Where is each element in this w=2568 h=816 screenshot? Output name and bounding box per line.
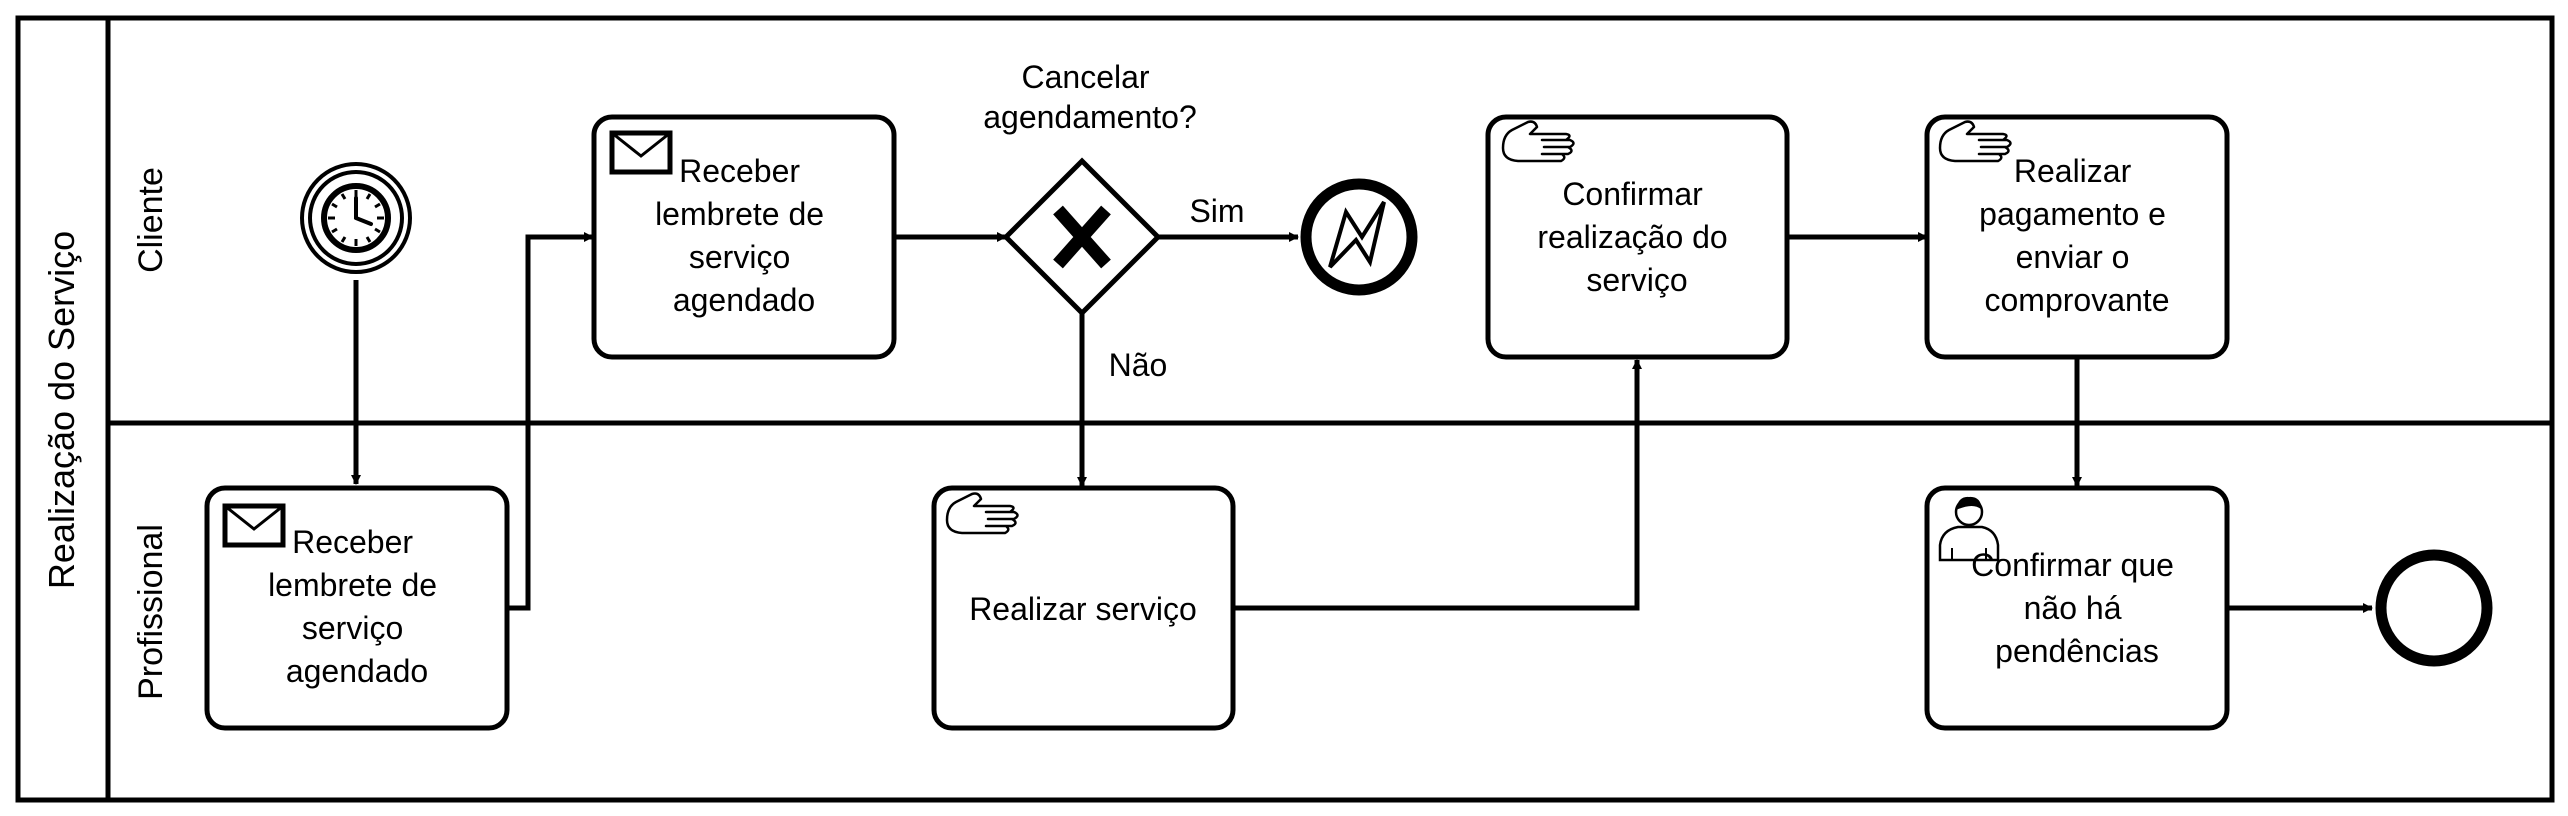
task-realizar-servico[interactable]: Realizar serviço (931, 485, 1236, 731)
task-realizar-pagamento[interactable]: Realizar pagamento e enviar o comprovant… (1924, 114, 2230, 360)
hand-icon (945, 492, 1019, 535)
task-label: Confirmar realização do serviço (1537, 176, 1736, 298)
error-end-event[interactable] (1300, 178, 1418, 296)
flow-label-sim: Sim (1189, 193, 1244, 229)
pool-label: Realização do Serviço (41, 231, 82, 589)
envelope-icon (222, 503, 286, 548)
flow-label-nao: Não (1109, 347, 1168, 383)
sequence-flows (351, 232, 2373, 613)
x-gateway-icon (1053, 205, 1111, 269)
task-label: Confirmar que não há pendências (1971, 547, 2183, 669)
task-label: Realizar pagamento e enviar o comprovant… (1979, 153, 2175, 318)
lane-label-cliente: Cliente (132, 167, 170, 273)
task-cliente-receber-lembrete[interactable]: Receber lembrete de serviço agendado (591, 114, 897, 360)
task-confirmar-realizacao[interactable]: Confirmar realização do serviço (1485, 114, 1790, 360)
end-event[interactable] (2375, 549, 2493, 667)
hand-icon (1938, 120, 2012, 163)
task-label: Receber lembrete de serviço agendado (655, 153, 833, 318)
lane-label-profissional: Profissional (132, 524, 170, 700)
exclusive-gateway[interactable] (1002, 157, 1162, 317)
timer-start-event[interactable] (300, 162, 412, 274)
task-label: Realizar serviço (969, 591, 1197, 627)
task-profissional-receber-lembrete[interactable]: Receber lembrete de serviço agendado (204, 485, 510, 731)
user-icon (1938, 496, 2000, 562)
clock-icon (321, 183, 391, 253)
lightning-icon (1328, 200, 1386, 269)
task-confirmar-pendencias[interactable]: Confirmar que não há pendências (1924, 485, 2230, 731)
task-label: Receber lembrete de serviço agendado (268, 524, 446, 689)
envelope-icon (609, 130, 673, 175)
end-circle-icon (2375, 549, 2493, 667)
hand-icon (1501, 120, 1575, 163)
gateway-question: Cancelar agendamento? (983, 59, 1197, 135)
flow-servico-to-confirmar[interactable] (1233, 359, 1642, 611)
flow-prof-task-to-cliente-task[interactable] (507, 232, 594, 611)
